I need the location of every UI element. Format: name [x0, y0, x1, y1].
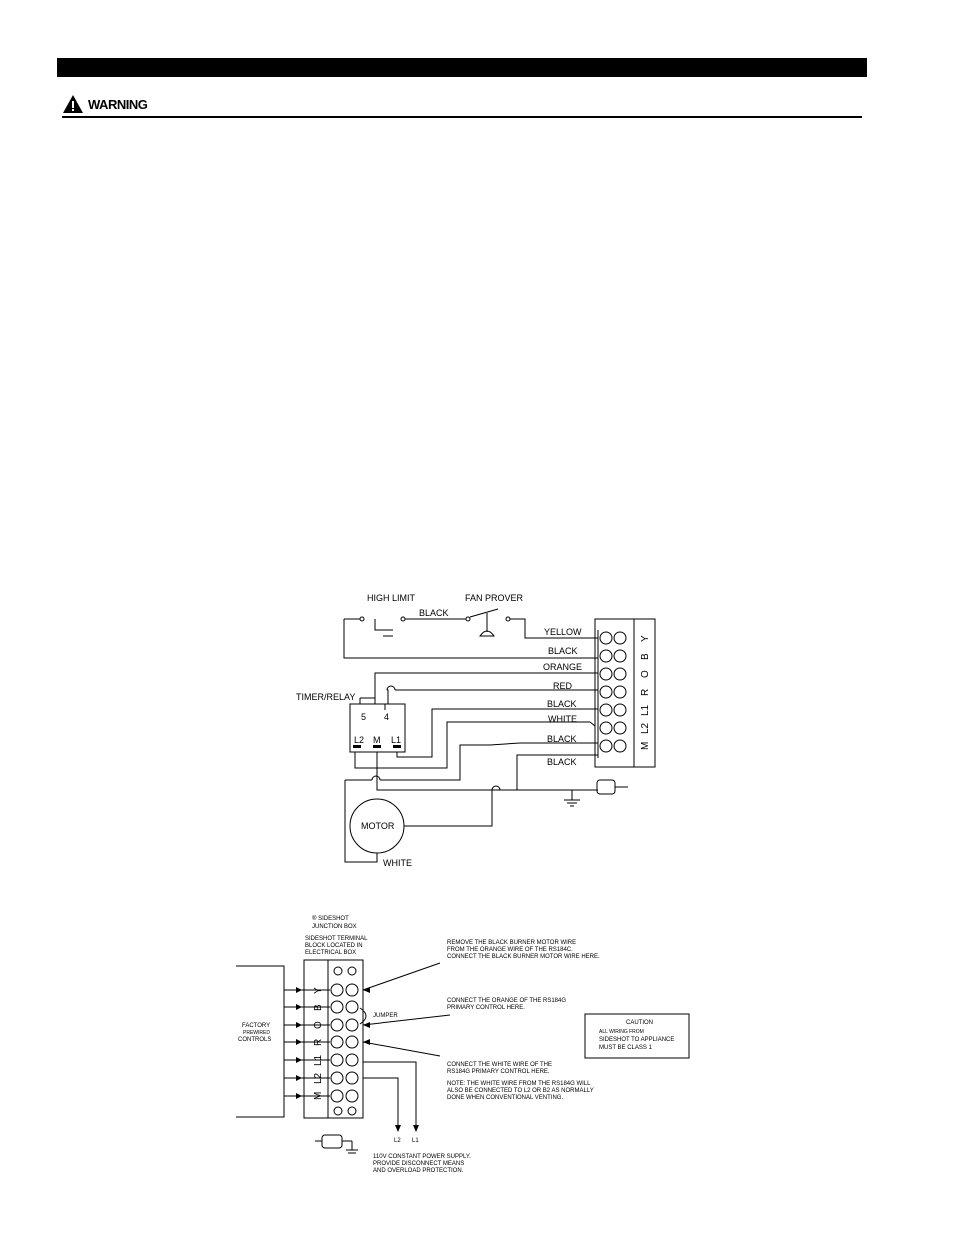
wire-label-yellow: YELLOW [544, 627, 582, 637]
power-note-line2: PROVIDE DISCONNECT MEANS [373, 1161, 464, 1167]
wire-label-black-4: BLACK [547, 757, 577, 767]
wire-label-orange: ORANGE [543, 662, 582, 672]
wire-label-black-1: BLACK [548, 646, 578, 656]
note2-line2: PRIMARY CONTROL HERE. [447, 1005, 525, 1011]
junction-box-label-1: ® SIDESHOT [312, 915, 349, 922]
caution-line1: ALL WIRING FROM [599, 1029, 644, 1035]
note1-line3: CONNECT THE BLACK BURNER MOTOR WIRE HERE… [447, 954, 600, 960]
jumper-label: JUMPER [373, 1013, 398, 1019]
relay-terminal-l1: L1 [391, 735, 401, 745]
note4-line1: NOTE: THE WHITE WIRE FROM THE RS184G WIL… [447, 1081, 591, 1087]
note1-line1: REMOVE THE BLACK BURNER MOTOR WIRE [447, 940, 576, 946]
wire-label-black-2: BLACK [547, 699, 577, 709]
relay-terminal-5: 5 [361, 712, 366, 722]
terminal-label-l1: L1 [640, 704, 651, 716]
note3-line1: CONNECT THE WHITE WIRE OF THE [447, 1062, 552, 1068]
terminal2-label-r: R [313, 1039, 324, 1046]
note4-line2: ALSO BE CONNECTED TO L2 OR B2 AS NORMALL… [447, 1088, 594, 1094]
terminal-label-l2: L2 [640, 722, 651, 734]
terminal2-label-l2: L2 [313, 1072, 324, 1084]
header-bar [57, 58, 867, 77]
warning-label: WARNING [88, 97, 148, 112]
high-limit-label: HIGH LIMIT [367, 593, 416, 603]
relay-terminal-l2: L2 [354, 735, 364, 745]
terminal-label-b: B [640, 653, 651, 660]
fan-prover-label: FAN PROVER [465, 593, 524, 603]
supply-l1-label: L1 [412, 1138, 419, 1144]
note3-line2: RS184G PRIMARY CONTROL HERE. [447, 1069, 550, 1075]
note4-line3: DONE WHEN CONVENTIONAL VENTING. [447, 1095, 563, 1101]
caution-line3: MUST BE CLASS 1 [599, 1045, 653, 1051]
terminal-label-o: O [640, 670, 651, 678]
caution-title: CAUTION [626, 1020, 653, 1026]
terminal-block-label-1: SIDESHOT TERMINAL [305, 936, 368, 942]
terminal2-label-b: B [313, 1004, 324, 1011]
warning-triangle-icon [63, 95, 83, 113]
wire-label-white: WHITE [548, 714, 577, 724]
terminal2-label-m: M [313, 1092, 324, 1100]
note2-line1: CONNECT THE ORANGE OF THE RS184G [447, 998, 566, 1004]
wire-label-black-3: BLACK [547, 734, 577, 744]
relay-terminal-4: 4 [384, 712, 389, 722]
motor-wire-label: WHITE [383, 858, 412, 868]
junction-box-label-2: JUNCTION BOX [312, 924, 357, 930]
relay-terminal-m: M [373, 735, 381, 745]
warning-header: WARNING [62, 92, 862, 118]
factory-label-1: FACTORY [242, 1023, 270, 1029]
terminal-block-label-3: ELECTRICAL BOX [305, 950, 356, 956]
terminal2-label-l1: L1 [313, 1054, 324, 1066]
power-note-line3: AND OVERLOAD PROTECTION. [373, 1168, 464, 1174]
wire-label-red: RED [553, 681, 573, 691]
terminal2-label-o: O [313, 1021, 324, 1029]
note1-line2: FROM THE ORANGE WIRE OF THE RS184C. [447, 947, 573, 953]
terminal-label-y: Y [640, 635, 651, 642]
terminal-label-r: R [640, 689, 651, 696]
terminal2-label-y: Y [313, 987, 324, 994]
power-note-line1: 110V CONSTANT POWER SUPPLY. [373, 1154, 471, 1160]
factory-label-2: PREWIRED [243, 1030, 270, 1036]
top-wire-label: BLACK [419, 608, 449, 618]
terminal-label-m: M [640, 742, 651, 750]
supply-l2-label: L2 [394, 1138, 401, 1144]
timer-relay-label: TIMER/RELAY [296, 692, 355, 702]
motor-label: MOTOR [361, 821, 395, 831]
factory-label-3: CONTROLS [238, 1037, 271, 1043]
caution-line2: SIDESHOT TO APPLIANCE [599, 1037, 674, 1043]
terminal-block-label-2: BLOCK LOCATED IN [305, 943, 363, 949]
